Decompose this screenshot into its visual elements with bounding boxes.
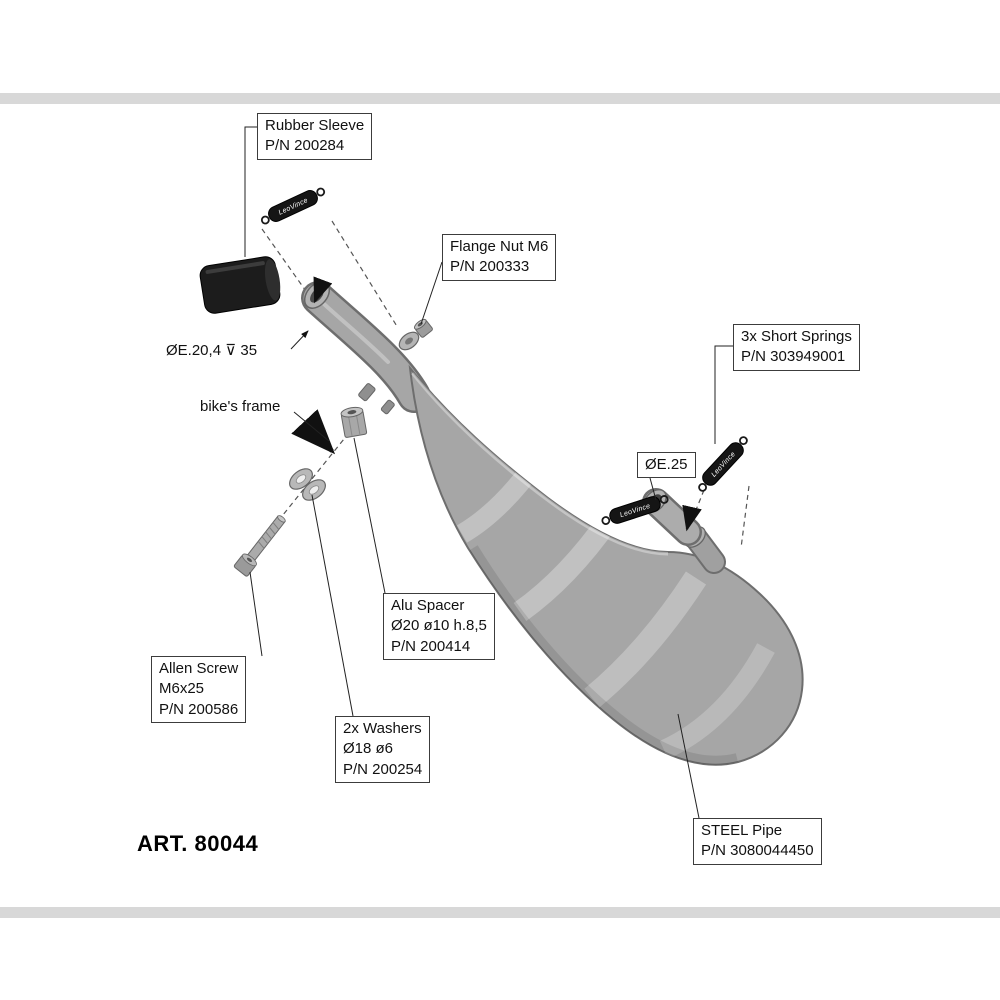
label-allen-screw: Allen Screw M6x25 P/N 200586 bbox=[151, 656, 247, 723]
label-line: 3x Short Springs bbox=[741, 328, 852, 345]
label-line: P/N 200586 bbox=[159, 700, 239, 718]
label-line: STEEL Pipe bbox=[701, 822, 783, 839]
label-flange-nut: Flange Nut M6 P/N 200333 bbox=[442, 234, 557, 281]
leader-frame-note bbox=[293, 411, 330, 442]
rubber-sleeve-part bbox=[199, 256, 281, 314]
art-number: ART. 80044 bbox=[137, 831, 259, 856]
leader-short-springs bbox=[714, 345, 733, 444]
header-pipe bbox=[301, 281, 431, 413]
label-washers: 2x Washers Ø18 ø6 P/N 200254 bbox=[335, 716, 431, 783]
bottom-border-strip bbox=[0, 907, 1000, 918]
label-line: P/N 200414 bbox=[391, 637, 471, 655]
indicator-arrows bbox=[291, 276, 702, 532]
label-alu-spacer: Alu Spacer Ø20 ø10 h.8,5 P/N 200414 bbox=[383, 593, 495, 660]
insert-arrow-outlet bbox=[682, 504, 702, 532]
label-line: Allen Screw bbox=[159, 660, 239, 677]
label-line: M6x25 bbox=[159, 680, 205, 698]
leader-allen-screw bbox=[249, 571, 263, 657]
leader-washers bbox=[311, 494, 354, 717]
dimension-note: ØE.20,4 ⊽ 35 bbox=[166, 342, 258, 359]
body-shading bbox=[411, 369, 775, 765]
flange-nut-part bbox=[398, 318, 433, 351]
label-rubber-sleeve: Rubber Sleeve P/N 200284 bbox=[257, 113, 373, 160]
label-outlet-diameter: ØE.25 bbox=[637, 452, 696, 479]
label-steel-pipe: STEEL Pipe P/N 3080044450 bbox=[693, 818, 822, 865]
pipe-mount-tabs bbox=[358, 383, 395, 415]
label-line: P/N 200284 bbox=[265, 137, 345, 155]
steel-pipe-body bbox=[408, 364, 804, 766]
leader-alu-spacer bbox=[353, 437, 386, 594]
label-line: Alu Spacer bbox=[391, 597, 465, 614]
label-line: P/N 303949001 bbox=[741, 348, 846, 366]
label-short-springs: 3x Short Springs P/N 303949001 bbox=[733, 324, 860, 371]
leader-rubber-sleeve bbox=[244, 126, 257, 257]
leader-dimension bbox=[290, 330, 309, 350]
label-line: Ø20 ø10 h.8,5 bbox=[391, 617, 487, 635]
spring-middle: LeoVince bbox=[601, 495, 669, 525]
label-line: P/N 200254 bbox=[343, 760, 423, 778]
alu-spacer-part bbox=[340, 406, 368, 438]
leader-flange-nut bbox=[420, 261, 443, 325]
label-line: Ø18 ø6 bbox=[343, 740, 394, 758]
leader-steel-pipe bbox=[677, 713, 700, 819]
allen-screw-part bbox=[233, 515, 286, 577]
frame-note: bike's frame bbox=[200, 398, 281, 415]
leader-oe25 bbox=[649, 477, 657, 501]
washers-part bbox=[289, 468, 326, 501]
label-line: P/N 200333 bbox=[450, 258, 530, 276]
leader-lines bbox=[244, 126, 733, 819]
label-line: ØE.25 bbox=[645, 456, 688, 473]
spring-top-left: LeoVince bbox=[260, 187, 326, 225]
insert-arrow-inlet bbox=[313, 276, 333, 304]
frame-point-arrow bbox=[291, 409, 336, 455]
label-line: P/N 3080044450 bbox=[701, 842, 814, 860]
top-border-strip bbox=[0, 93, 1000, 104]
spring-right: LeoVince bbox=[698, 436, 748, 492]
label-line: Flange Nut M6 bbox=[450, 238, 549, 255]
label-line: Rubber Sleeve bbox=[265, 117, 365, 134]
label-line: 2x Washers bbox=[343, 720, 422, 737]
